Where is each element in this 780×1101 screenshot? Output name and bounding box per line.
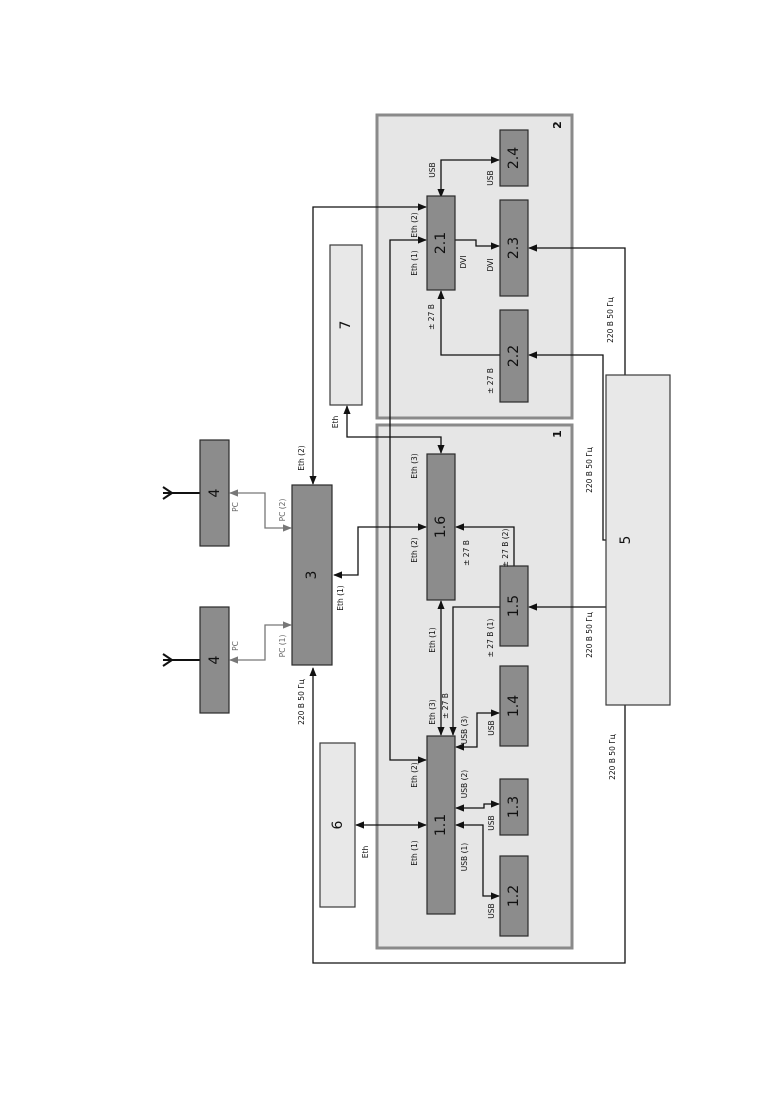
- label-v27: ± 27 В: [462, 540, 471, 566]
- label-dvi: DVI: [459, 256, 468, 269]
- label-1-1: 1.1: [433, 814, 449, 836]
- label-ac: 220 В 50 Гц: [297, 679, 306, 725]
- label-pc1: PC (1): [278, 635, 287, 658]
- label-5: 5: [618, 536, 634, 545]
- label-2-1: 2.1: [433, 232, 449, 254]
- group-1-label: 1: [551, 430, 564, 438]
- label-2-3: 2.3: [506, 237, 522, 259]
- label-ac: 220 В 50 Гц: [608, 734, 617, 780]
- label-eth1: Eth (1): [428, 627, 437, 653]
- label-4-top: 4: [207, 488, 223, 497]
- group-1: [377, 425, 572, 948]
- label-eth1: Eth (1): [336, 585, 345, 611]
- label-ac: 220 В 50 Гц: [585, 612, 594, 658]
- label-dvi: DVI: [486, 259, 495, 272]
- label-usb: USB: [487, 903, 496, 918]
- label-eth2: Eth (2): [297, 445, 306, 471]
- label-v27: ± 27 В: [441, 693, 450, 719]
- label-ac: 220 В 50 Гц: [585, 447, 594, 493]
- antenna-icon: [163, 487, 200, 666]
- label-2-2: 2.2: [506, 345, 522, 367]
- label-1-3: 1.3: [506, 796, 522, 818]
- block-5: [606, 375, 670, 705]
- label-ac: 220 В 50 Гц: [606, 297, 615, 343]
- label-1-6: 1.6: [433, 516, 449, 538]
- label-usb: USB: [487, 815, 496, 830]
- label-usb: USB: [487, 720, 496, 735]
- label-usb: USB: [486, 170, 495, 185]
- label-v27-2: ± 27 В (2): [501, 529, 510, 568]
- label-eth2: Eth (2): [410, 537, 419, 563]
- label-pc: PC: [231, 641, 240, 651]
- label-7: 7: [338, 321, 354, 330]
- label-v27-1: ± 27 В (1): [486, 619, 495, 658]
- label-v27: ± 27 В: [427, 304, 436, 330]
- label-v27: ± 27 В: [486, 368, 495, 394]
- label-pc: PC: [231, 502, 240, 512]
- label-eth1: Eth (1): [410, 840, 419, 866]
- label-pc2: PC (2): [278, 499, 287, 522]
- label-eth3: Eth (3): [410, 453, 419, 479]
- label-eth: Eth: [331, 416, 340, 429]
- label-usb2: USB (2): [460, 770, 469, 798]
- label-2-4: 2.4: [506, 147, 522, 169]
- label-eth2: Eth (2): [410, 762, 419, 788]
- group-2-label: 2: [551, 121, 564, 129]
- label-3: 3: [304, 571, 320, 580]
- label-usb3: USB (3): [460, 716, 469, 744]
- label-4-bottom: 4: [207, 655, 223, 664]
- label-eth2: Eth (2): [410, 212, 419, 238]
- label-usb1: USB (1): [460, 843, 469, 871]
- label-1-2: 1.2: [506, 885, 522, 907]
- label-1-4: 1.4: [506, 695, 522, 717]
- label-eth: Eth: [361, 846, 370, 859]
- label-usb: USB: [428, 162, 437, 177]
- label-6: 6: [330, 820, 346, 829]
- label-1-5: 1.5: [506, 595, 522, 617]
- label-eth3: Eth (3): [428, 699, 437, 725]
- label-eth1: Eth (1): [410, 250, 419, 276]
